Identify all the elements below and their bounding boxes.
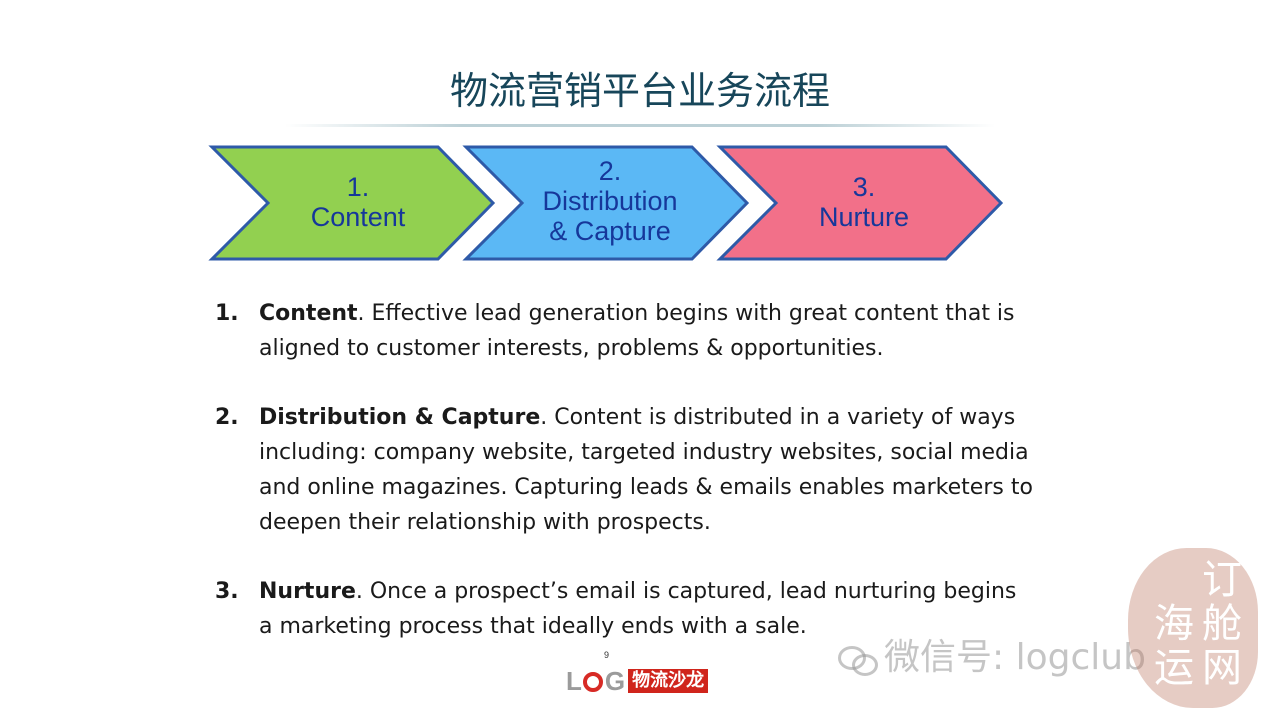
chevron-label: Distribution — [542, 186, 678, 216]
chevron-nurture-label: 3. Nurture — [784, 172, 944, 232]
item-text: . Effective lead generation begins with … — [259, 301, 1015, 361]
chevron-distribution-label: 2. Distribution & Capture — [520, 156, 700, 246]
item-heading: Content — [259, 301, 358, 326]
footer-logo: L G 物流沙龙 — [566, 664, 709, 698]
seal-stamp: 订舱网 海运 — [1128, 548, 1258, 708]
item-number: 2. — [215, 405, 239, 430]
logo-letter-l: L — [566, 665, 582, 696]
item-text: . Content is distributed in a variety of… — [259, 405, 1033, 535]
chevron-label: Content — [310, 202, 406, 232]
chevron-label-line2: & Capture — [549, 216, 671, 246]
chevron-content — [208, 145, 496, 261]
slide-title: 物流营销平台业务流程 — [449, 69, 830, 113]
item-heading: Nurture — [259, 579, 356, 604]
wechat-icon — [838, 642, 878, 676]
chevron-content-label: 1. Content — [278, 172, 438, 232]
chevron-number: 3. — [852, 172, 876, 202]
list-item: 2. Distribution & Capture. Content is di… — [215, 400, 1035, 540]
chevron-number: 2. — [598, 156, 622, 186]
chevron-label: Nurture — [818, 202, 910, 232]
logo-ring-icon — [582, 672, 603, 692]
logo-chinese-text: 物流沙龙 — [628, 669, 709, 693]
logo-letter-g: G — [604, 665, 625, 696]
item-heading: Distribution & Capture — [259, 405, 541, 430]
list-item: 3. Nurture. Once a prospect’s email is c… — [215, 574, 1035, 644]
item-number: 3. — [215, 579, 239, 604]
item-number: 1. — [215, 301, 239, 326]
chevron-nurture — [716, 145, 1004, 261]
chevron-number: 1. — [346, 172, 370, 202]
chevron-distribution — [462, 145, 750, 261]
watermark-text: 微信号: logclub — [884, 637, 1146, 678]
description-list: 1. Content. Effective lead generation be… — [215, 296, 1035, 644]
list-item: 1. Content. Effective lead generation be… — [215, 296, 1035, 366]
page-number: 9 — [604, 650, 610, 660]
wechat-watermark: 微信号: logclub — [838, 628, 1146, 680]
title-divider — [285, 124, 995, 127]
item-text: . Once a prospect’s email is captured, l… — [259, 579, 1017, 639]
